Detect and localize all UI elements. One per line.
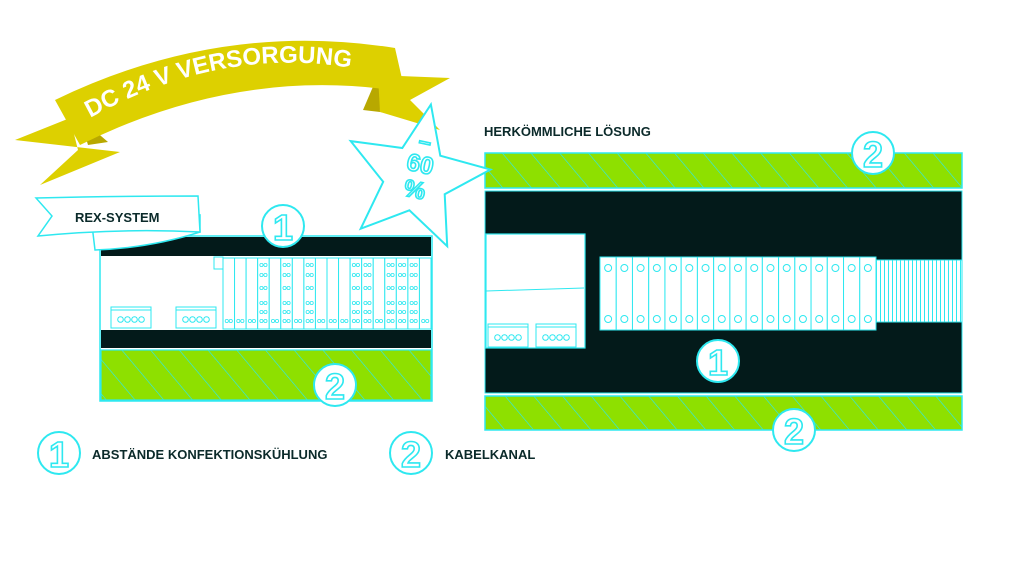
terminal-module [826, 256, 845, 331]
conventional-solution-label: HERKÖMMLICHE LÖSUNG [484, 124, 651, 139]
rex-module [338, 257, 351, 330]
banner-left-tail [15, 118, 120, 185]
terminal-module [713, 256, 731, 331]
cable-bundle [875, 259, 963, 323]
svg-text:1: 1 [49, 434, 69, 475]
marker-2-top: 2 [851, 131, 895, 176]
star-icon [348, 101, 494, 249]
svg-text:2: 2 [863, 134, 883, 175]
rex-module [245, 257, 259, 330]
rex-modules [222, 257, 432, 330]
terminal-module [794, 256, 812, 331]
terminal-module [761, 256, 780, 331]
banner-body [55, 40, 405, 146]
rex-module [407, 257, 420, 330]
svg-text:2: 2 [401, 434, 421, 475]
terminal-block [535, 323, 577, 348]
svg-text:1: 1 [273, 207, 293, 248]
rex-module [361, 257, 374, 330]
savings-value: 60 [404, 149, 436, 181]
rex-module [291, 257, 305, 330]
svg-text:–: – [417, 128, 434, 155]
rex-system-label: REX-SYSTEM [75, 210, 160, 225]
power-supply-unit [485, 233, 586, 349]
terminal-module [680, 256, 698, 331]
rex-module [349, 257, 363, 330]
marker-1: 1 [696, 339, 740, 384]
terminal-module [745, 256, 763, 331]
rex-system-diagram: 1 2 [99, 204, 433, 408]
terminal-block [487, 323, 529, 348]
rex-module [395, 257, 409, 330]
rex-module [268, 257, 282, 330]
terminal-module [810, 256, 828, 331]
rex-module [280, 257, 293, 330]
savings-star-badge: – 60 % [348, 101, 494, 249]
legend-item-2: 2 KABELKANAL [389, 431, 535, 476]
terminal-block [110, 306, 152, 329]
legend-item-1: 1 ABSTÄNDE KONFEKTIONSKÜHLUNG [37, 431, 327, 476]
terminal-module [696, 256, 715, 331]
rex-module [303, 257, 316, 330]
rex-module [314, 257, 328, 330]
terminal-module [648, 256, 666, 331]
marker-1: 1 [261, 204, 305, 249]
terminal-module [778, 256, 796, 331]
terminal-modules [599, 256, 877, 331]
terminal-module [631, 256, 650, 331]
rex-module [222, 257, 236, 330]
svg-text:2: 2 [784, 411, 804, 452]
rex-module [234, 257, 247, 330]
rex-system-ribbon: REX-SYSTEM [34, 195, 201, 251]
cable-duct-bottom [484, 395, 963, 431]
legend-label: ABSTÄNDE KONFEKTIONSKÜHLUNG [92, 447, 327, 462]
cooling-gap-top [101, 237, 431, 256]
rex-module [418, 257, 432, 330]
legend-label: KABELKANAL [445, 447, 535, 462]
legend: 1 ABSTÄNDE KONFEKTIONSKÜHLUNG 2 KABELKAN… [37, 431, 535, 476]
terminal-module [615, 256, 633, 331]
terminal-module [729, 256, 747, 331]
terminal-module [664, 256, 682, 331]
terminal-block [175, 306, 217, 329]
terminal-module [843, 256, 861, 331]
svg-text:2: 2 [325, 366, 345, 407]
rex-module [257, 257, 270, 330]
marker-2: 2 [313, 363, 357, 408]
svg-text:1: 1 [708, 342, 728, 383]
terminal-module [859, 256, 877, 331]
rex-module [326, 257, 340, 330]
cooling-gap-bottom [101, 330, 431, 348]
terminal-module [599, 256, 617, 331]
marker-2-bottom: 2 [772, 408, 816, 453]
rex-module [384, 257, 397, 330]
cable-duct [100, 349, 432, 401]
rex-module [372, 257, 386, 330]
conventional-solution-diagram: HERKÖMMLICHE LÖSUNG 1 2 2 [484, 124, 963, 453]
